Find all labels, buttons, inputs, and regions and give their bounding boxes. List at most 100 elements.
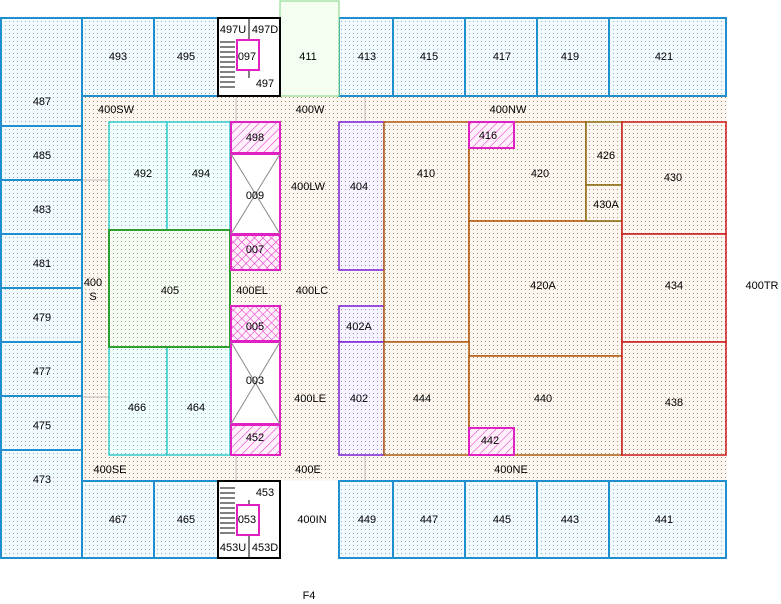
room-097[interactable] — [236, 39, 260, 71]
room-495[interactable] — [153, 17, 219, 97]
label-434: 434 — [665, 280, 683, 292]
room-410[interactable] — [383, 121, 470, 343]
north-stairwell[interactable] — [217, 17, 281, 97]
room-419[interactable] — [536, 17, 610, 97]
room-487[interactable] — [0, 17, 83, 127]
room-498[interactable] — [230, 121, 281, 154]
room-430[interactable] — [621, 121, 727, 235]
label-003: 003 — [246, 375, 264, 387]
label-419: 419 — [561, 51, 579, 63]
room-421[interactable] — [608, 17, 727, 97]
label-411: 411 — [299, 51, 317, 63]
room-479[interactable] — [0, 287, 83, 343]
room-445[interactable] — [464, 480, 538, 559]
label-441: 441 — [655, 514, 673, 526]
label-400LW: 400LW — [291, 181, 326, 193]
label-400SE: 400SE — [93, 464, 126, 476]
label-007: 007 — [246, 244, 264, 256]
label-475: 475 — [33, 420, 51, 432]
room-444[interactable] — [383, 341, 470, 456]
label-464: 464 — [187, 402, 205, 414]
label-400SW: 400SW — [98, 104, 135, 116]
core-rooms — [230, 121, 281, 456]
room-416[interactable] — [468, 121, 515, 149]
label-444: 444 — [413, 393, 431, 405]
room-404[interactable] — [338, 121, 385, 271]
room-007[interactable] — [230, 234, 281, 271]
room-465[interactable] — [153, 480, 219, 559]
room-411[interactable] — [279, 0, 340, 97]
label-402A: 402A — [346, 321, 372, 333]
room-005[interactable] — [230, 305, 281, 342]
room-405[interactable] — [108, 229, 231, 348]
label-497D: 497D — [252, 24, 278, 36]
room-452[interactable] — [230, 424, 281, 456]
room-417[interactable] — [464, 17, 538, 97]
room-402A[interactable] — [338, 305, 385, 343]
room-481[interactable] — [0, 233, 83, 289]
label-400NE: 400NE — [494, 464, 528, 476]
label-447: 447 — [420, 514, 438, 526]
label-413: 413 — [358, 51, 376, 63]
room-475[interactable] — [0, 395, 83, 451]
label-453U: 453U — [220, 542, 246, 554]
room-420A[interactable] — [468, 220, 623, 357]
label-493: 493 — [109, 51, 127, 63]
label-498: 498 — [246, 132, 264, 144]
corridor-zone — [82, 96, 727, 558]
room-438[interactable] — [621, 341, 727, 456]
room-441[interactable] — [608, 480, 727, 559]
label-483: 483 — [33, 204, 51, 216]
room-415[interactable] — [392, 17, 466, 97]
label-420: 420 — [531, 168, 549, 180]
room-443[interactable] — [536, 480, 610, 559]
label-467: 467 — [109, 514, 127, 526]
label-009: 009 — [246, 190, 264, 202]
room-485[interactable] — [0, 125, 83, 181]
room-464[interactable] — [166, 346, 231, 456]
corridor-400LC — [280, 270, 384, 306]
label-400EL: 400EL — [236, 285, 268, 297]
room-053[interactable] — [236, 504, 260, 536]
room-483[interactable] — [0, 179, 83, 235]
label-466: 466 — [128, 402, 146, 414]
corridor-labels: 400SW 400W 400NW 400 S 400SE 400E 400NE … — [84, 104, 779, 476]
floor-label: F4 — [303, 590, 316, 602]
label-400S-line1: 400 — [84, 277, 102, 289]
south-stairwell[interactable] — [217, 480, 281, 559]
label-497: 497 — [256, 78, 274, 90]
label-421: 421 — [655, 51, 673, 63]
label-492: 492 — [134, 168, 152, 180]
label-400S-line2: S — [89, 291, 96, 303]
room-467[interactable] — [81, 480, 155, 559]
label-494: 494 — [192, 168, 210, 180]
room-473[interactable] — [0, 449, 83, 559]
south-rooms — [81, 480, 727, 559]
label-485: 485 — [33, 150, 51, 162]
room-494[interactable] — [166, 121, 231, 231]
room-434[interactable] — [621, 233, 727, 343]
corridor-400EL — [230, 270, 280, 306]
room-413[interactable] — [338, 17, 394, 97]
purple-rooms — [338, 121, 385, 456]
label-452: 452 — [246, 432, 264, 444]
label-402: 402 — [350, 393, 368, 405]
label-097: 097 — [238, 51, 256, 63]
label-481: 481 — [33, 258, 51, 270]
room-426[interactable] — [585, 121, 623, 186]
room-493[interactable] — [81, 17, 155, 97]
room-477[interactable] — [0, 341, 83, 397]
red-rooms — [621, 121, 727, 456]
room-402[interactable] — [338, 341, 385, 456]
room-442[interactable] — [468, 427, 515, 456]
label-410: 410 — [417, 168, 435, 180]
label-416: 416 — [479, 130, 497, 142]
label-495: 495 — [177, 51, 195, 63]
label-400E: 400E — [295, 464, 321, 476]
room-466[interactable] — [108, 346, 168, 456]
label-404: 404 — [350, 181, 368, 193]
corridor-north — [82, 96, 727, 122]
cyan-rooms — [108, 121, 231, 456]
label-400IN: 400IN — [297, 514, 326, 526]
